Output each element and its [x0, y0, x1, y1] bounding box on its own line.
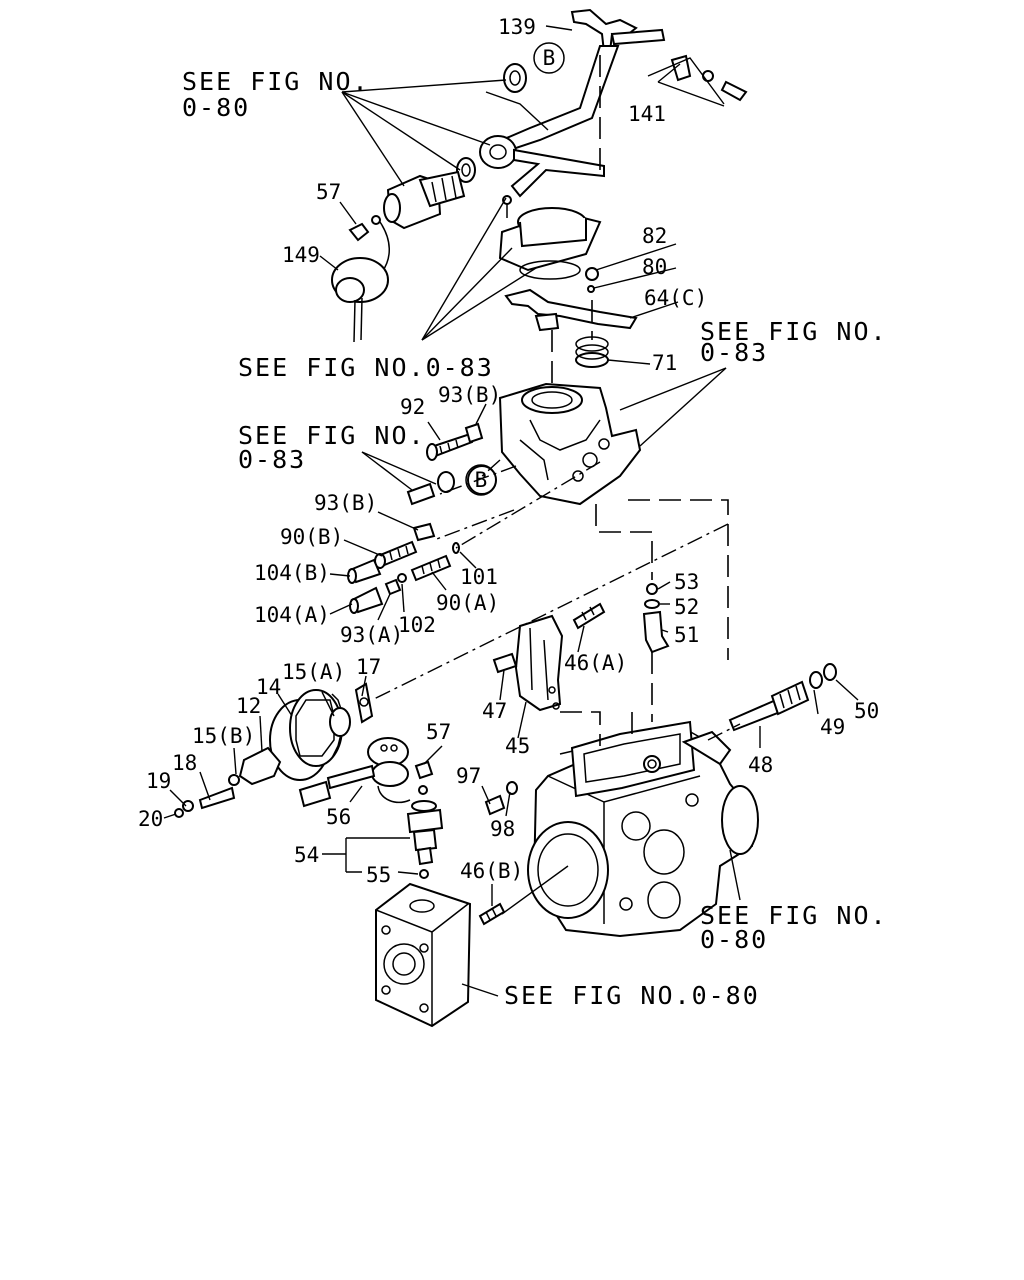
label-53: 53: [674, 570, 699, 594]
ref-fig-0-80-right-line1: SEE FIG NO.: [700, 901, 888, 930]
label-104b: 104(B): [254, 561, 330, 585]
label-93b-top: 93(B): [438, 383, 501, 407]
ref-fig-0-80-bottom: SEE FIG NO.0-80: [504, 981, 760, 1010]
label-45: 45: [505, 734, 530, 758]
marker-b-mid-text: B: [475, 468, 488, 492]
label-46a: 46(A): [564, 651, 627, 675]
part-labels: 139 141 57 149 82 80 64(C) 71 93(B) 92 9…: [138, 15, 879, 887]
label-141: 141: [628, 102, 666, 126]
marker-b-top-text: B: [543, 46, 556, 70]
control-rod-48: [478, 663, 837, 926]
label-46b: 46(B): [460, 859, 523, 883]
leader-lines: [163, 25, 859, 997]
timer-assembly: [174, 682, 374, 818]
governor-cover-assembly: [498, 195, 638, 368]
label-47: 47: [482, 699, 507, 723]
lever-bracket-45: [492, 583, 670, 712]
ref-fig-0-83-right-line1: SEE FIG NO.: [700, 317, 888, 346]
label-17: 17: [356, 655, 381, 679]
label-71: 71: [652, 351, 677, 375]
end-flange-block: [375, 882, 472, 1028]
fuel-cut-solenoid-149: [331, 170, 466, 343]
label-90b: 90(B): [280, 525, 343, 549]
ref-fig-0-80-top-line1: SEE FIG NO.: [182, 67, 370, 96]
ref-fig-0-80-right-line2: 0-80: [700, 925, 768, 954]
label-93b: 93(B): [314, 491, 377, 515]
label-102: 102: [398, 613, 436, 637]
label-82: 82: [642, 224, 667, 248]
label-92: 92: [400, 395, 425, 419]
label-19: 19: [146, 769, 171, 793]
label-64c: 64(C): [644, 286, 707, 310]
adjusting-screws: [347, 422, 484, 614]
label-139: 139: [498, 15, 536, 39]
label-97: 97: [456, 764, 481, 788]
label-52: 52: [674, 595, 699, 619]
sensor-56: [298, 737, 434, 808]
marker-b-mid: B: [465, 464, 497, 496]
label-12: 12: [236, 694, 261, 718]
label-51: 51: [674, 623, 699, 647]
label-90a: 90(A): [436, 591, 499, 615]
label-93a: 93(A): [340, 623, 403, 647]
label-15b: 15(B): [192, 724, 255, 748]
ref-fig-0-83-right-line2: 0-83: [700, 338, 768, 367]
label-48: 48: [748, 753, 773, 777]
label-104a: 104(A): [254, 603, 330, 627]
marker-b-top: B: [533, 42, 565, 74]
label-50: 50: [854, 699, 879, 723]
fitting-54: [406, 785, 444, 879]
pipe-bracket-assembly: [456, 8, 748, 198]
label-101: 101: [460, 565, 498, 589]
main-pump-housing: [527, 720, 759, 938]
label-20: 20: [138, 807, 163, 831]
label-55: 55: [366, 863, 391, 887]
ref-fig-0-83-left-line2: 0-83: [238, 445, 306, 474]
label-18: 18: [172, 751, 197, 775]
label-98: 98: [490, 817, 515, 841]
label-149: 149: [282, 243, 320, 267]
figure-references: SEE FIG NO. 0-80 SEE FIG NO.0-83 SEE FIG…: [182, 67, 888, 1010]
label-15a: 15(A): [282, 660, 345, 684]
label-57-top: 57: [316, 180, 341, 204]
ref-fig-0-83-center: SEE FIG NO.0-83: [238, 353, 494, 382]
label-14: 14: [256, 675, 281, 699]
label-49: 49: [820, 715, 845, 739]
ref-fig-0-80-top-line2: 0-80: [182, 93, 250, 122]
ref-fig-0-83-left-line1: SEE FIG NO.: [238, 421, 426, 450]
label-57-mid: 57: [426, 720, 451, 744]
alignment-lines: [371, 55, 741, 746]
label-54: 54: [294, 843, 319, 867]
label-80: 80: [642, 255, 667, 279]
label-56: 56: [326, 805, 351, 829]
